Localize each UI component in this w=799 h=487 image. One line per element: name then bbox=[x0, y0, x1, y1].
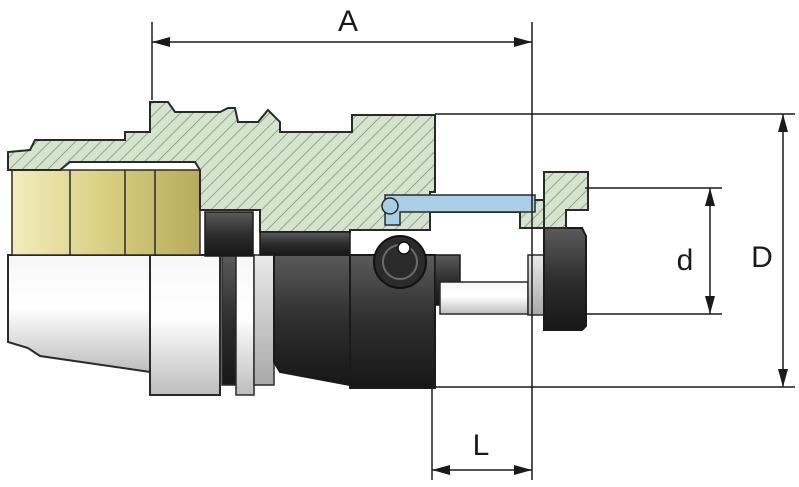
pin-icon bbox=[397, 241, 411, 255]
tool-shank bbox=[439, 281, 529, 315]
end-cap-lower bbox=[543, 227, 587, 331]
nut-body-lower bbox=[273, 254, 351, 387]
dim-label-a: A bbox=[338, 5, 358, 38]
neck-lower bbox=[235, 254, 255, 396]
nose-cap-section bbox=[543, 171, 589, 229]
dimension-lines bbox=[151, 22, 795, 480]
inner-sleeve bbox=[204, 211, 254, 257]
section-upper-half bbox=[7, 101, 589, 257]
neck-step bbox=[253, 254, 275, 386]
groove-ring bbox=[221, 254, 237, 386]
dim-label-small-d: d bbox=[677, 244, 694, 277]
exterior-lower-half bbox=[7, 227, 587, 396]
screw-head bbox=[373, 235, 427, 289]
dim-label-l: L bbox=[473, 429, 490, 462]
coolant-tube bbox=[384, 194, 536, 226]
tool-collar bbox=[527, 254, 545, 316]
flange-lower bbox=[149, 254, 221, 396]
shank-lower bbox=[7, 254, 151, 374]
collet-drawbar bbox=[11, 169, 201, 256]
dimension-arrows bbox=[152, 37, 788, 475]
coolant-elbow bbox=[381, 197, 399, 215]
dim-label-large-d: D bbox=[751, 241, 773, 274]
inner-bore bbox=[259, 231, 351, 256]
